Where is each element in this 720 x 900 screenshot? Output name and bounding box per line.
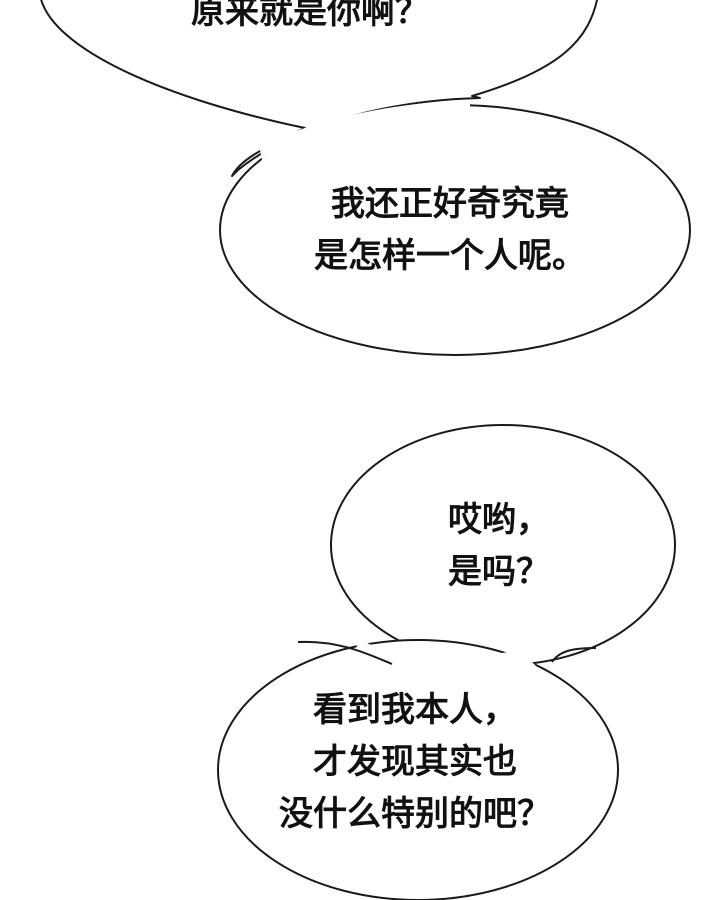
bubble-3-line-1: 哎哟， <box>448 500 550 540</box>
bubble-3-text: 哎哟， 是吗？ <box>448 494 568 598</box>
speech-bubble-4 <box>217 639 619 900</box>
bubble-4-line-1: 看到我本人， <box>313 690 517 730</box>
bubble-1-line-1: 原来就是你啊？ <box>191 0 429 32</box>
bubble-4-text: 看到我本人， 才发现其实也 没什么特别的吧？ <box>250 684 580 840</box>
bubble-4-line-2: 才发现其实也 <box>313 742 517 782</box>
bubble-2-line-2: 是怎样一个人呢。 <box>314 236 586 276</box>
bubble-1-text: 原来就是你啊？ <box>175 0 445 38</box>
bubble-2-line-1: 我还正好奇究竟 <box>331 184 569 224</box>
bubble-2-text: 我还正好奇究竟 是怎样一个人呢。 <box>295 178 605 282</box>
bubble-3-line-2: 是吗？ <box>448 552 550 592</box>
bubble-4-line-3: 没什么特别的吧？ <box>279 794 551 834</box>
speech-bubble-1 <box>40 0 598 177</box>
